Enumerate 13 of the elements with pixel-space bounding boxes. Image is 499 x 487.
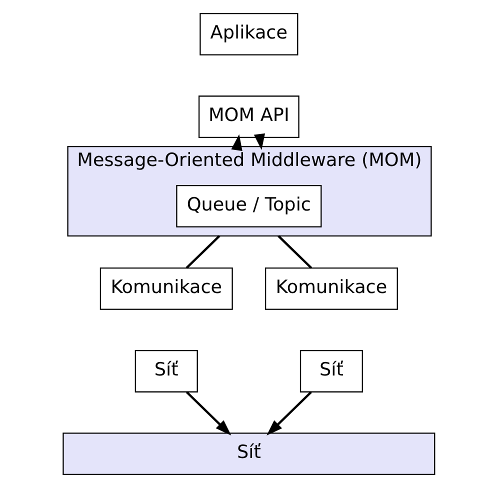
arrow [254,132,266,150]
arrow [231,134,242,150]
node-box: Síť [134,350,198,392]
connector [186,234,220,268]
node-box: Komunikace [100,267,233,310]
connector [278,234,312,268]
node-box: Komunikace [264,267,398,310]
arrow [186,390,232,435]
node-box: Aplikace [200,12,298,55]
node-box: Síť [62,432,436,474]
node-box: Síť [300,350,363,392]
arrow [266,390,312,435]
node-box: Queue / Topic [176,184,322,227]
